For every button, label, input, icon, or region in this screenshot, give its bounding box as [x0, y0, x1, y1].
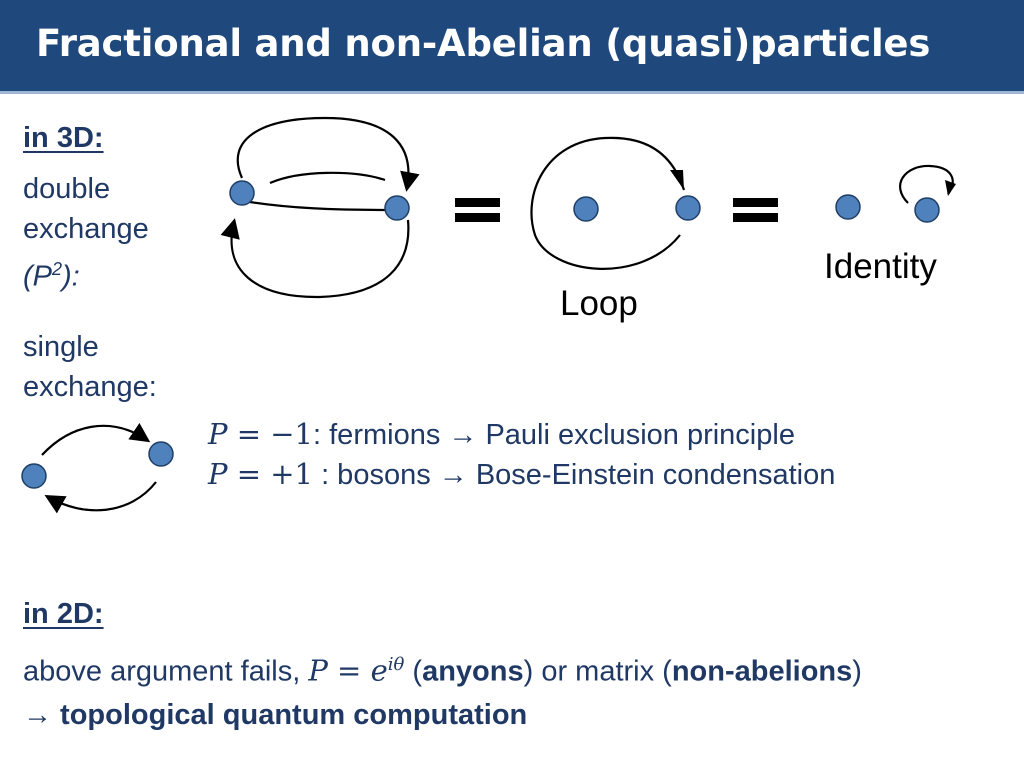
heading-2d: in 2D: — [23, 598, 104, 630]
particle-d — [675, 195, 701, 221]
double-exchange-line1: double — [23, 173, 111, 205]
double-exchange-line2: exchange — [23, 213, 149, 245]
single-exchange-line2: exchange: — [23, 371, 157, 403]
double-exchange-path-mid — [269, 171, 386, 185]
double-exchange-path-top — [236, 116, 420, 192]
conclusion-text: topological quantum computation — [52, 699, 528, 731]
heading-3d: in 3D: — [23, 122, 104, 154]
particle-g — [21, 463, 47, 489]
anyon-exponent: iθ — [387, 654, 405, 675]
fermion-value: = −1 — [227, 417, 314, 451]
loop-arrowhead — [670, 170, 684, 190]
loop-label: Loop — [560, 284, 638, 323]
boson-result: Bose-Einstein condensation — [467, 459, 836, 491]
boson-text: : bosons — [313, 459, 439, 491]
anyon-p: P — [308, 653, 328, 688]
fermion-result: Pauli exclusion principle — [477, 419, 795, 451]
identity-small-loop — [899, 164, 954, 204]
double-exchange-label: double exchange (P2): — [23, 169, 149, 297]
boson-value: = +1 — [227, 457, 314, 491]
equals-sign-1-bottom — [455, 213, 500, 222]
fermion-line: P = −1: fermions → Pauli exclusion princ… — [208, 414, 795, 455]
fermion-arrow-icon: → — [448, 419, 478, 451]
close-paren: ) — [852, 655, 862, 688]
boson-p: P — [208, 457, 228, 491]
argument-fails-text: above argument fails, — [23, 655, 309, 688]
single-exchange-path-top — [41, 422, 151, 456]
non-abelions-term: non-abelions — [671, 655, 853, 688]
p2-close: ): — [62, 260, 80, 293]
anyons-term: anyons — [422, 655, 524, 688]
particle-e — [835, 194, 861, 220]
single-exchange-label: single exchange: — [23, 327, 157, 407]
conclusion-arrow-icon: → — [23, 699, 52, 731]
single-exchange-line1: single — [23, 331, 99, 363]
equals-sign-1-top — [455, 198, 500, 207]
fermion-text: : fermions — [313, 419, 449, 451]
anyons-line: above argument fails, P = eiθ (anyons) o… — [23, 645, 862, 692]
anyons-open: ( — [404, 655, 423, 688]
particle-h — [148, 441, 174, 467]
slide-title: Fractional and non-Abelian (quasi)partic… — [36, 22, 931, 65]
particle-c — [573, 196, 599, 222]
fermion-p: P — [208, 417, 228, 451]
identity-label: Identity — [824, 247, 937, 286]
double-exchange-path-lower — [249, 200, 393, 212]
equals-sign-2-bottom — [733, 213, 778, 222]
boson-arrow-icon: → — [438, 459, 468, 491]
loop-path — [530, 136, 686, 270]
particle-a — [229, 180, 255, 206]
title-bar: Fractional and non-Abelian (quasi)partic… — [0, 0, 1024, 94]
conclusion-line: → topological quantum computation — [23, 695, 527, 735]
single-exchange-path-bottom — [44, 481, 157, 514]
particle-b — [384, 195, 410, 221]
boson-line: P = +1 : bosons → Bose-Einstein condensa… — [208, 454, 835, 495]
anyon-e: e — [370, 653, 388, 688]
particle-f — [914, 197, 940, 223]
p2-base: (P — [23, 260, 52, 293]
equals-sign-2-top — [733, 198, 778, 207]
p2-exponent: 2 — [52, 259, 63, 279]
matrix-text: ) or matrix ( — [523, 655, 672, 688]
identity-arrowhead — [945, 180, 956, 196]
double-exchange-path-bottom — [220, 218, 410, 299]
double-exchange-p2: (P2): — [23, 249, 149, 297]
anyon-equals: = — [327, 653, 371, 688]
